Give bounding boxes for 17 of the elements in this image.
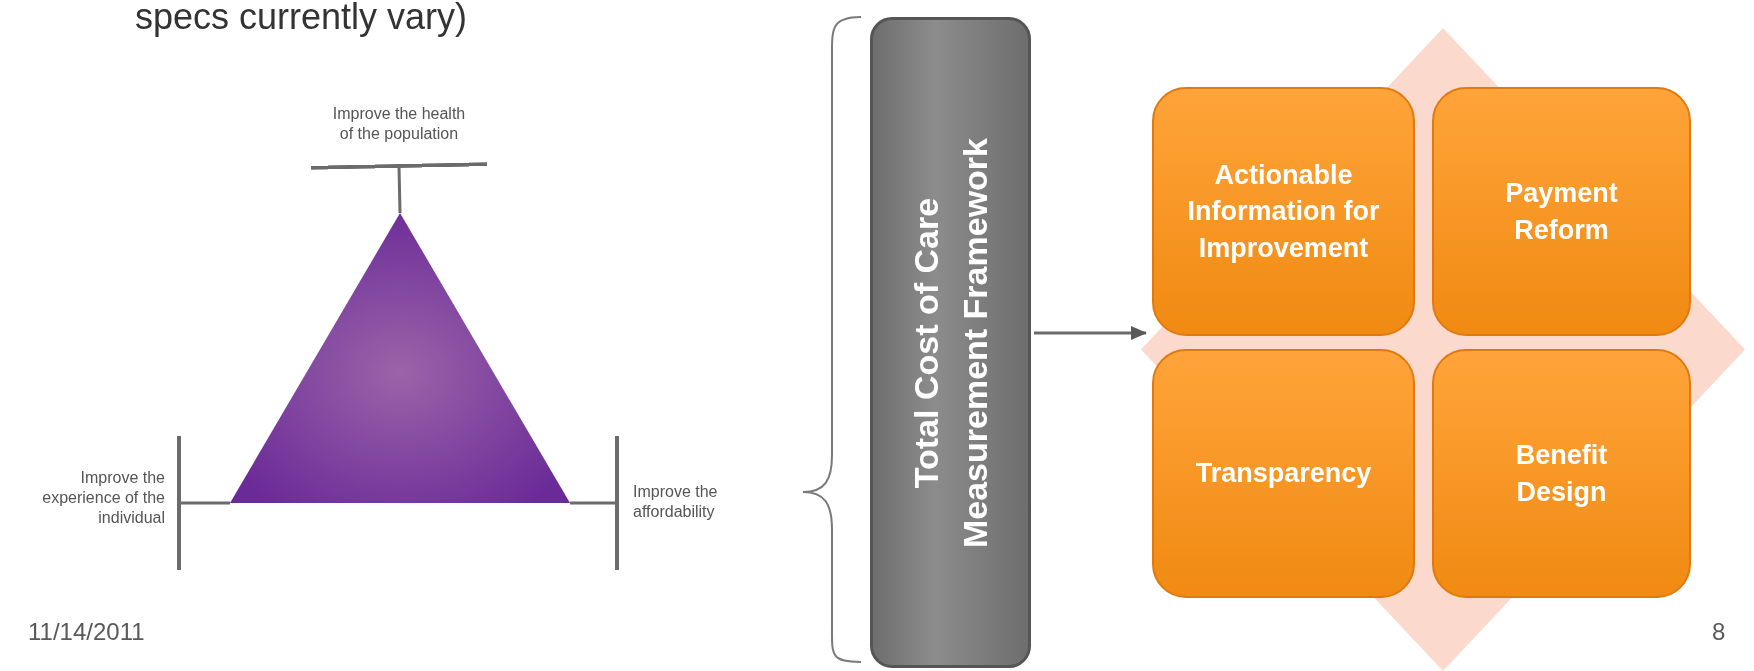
process-box: Payment Reform	[1432, 87, 1691, 336]
process-box: Benefit Design	[1432, 349, 1691, 598]
goal-text: Improve the experience of the individual	[30, 431, 179, 565]
triangle-shape	[230, 213, 570, 503]
date-text: 11/14/2011	[28, 618, 145, 646]
page-number: 8	[1712, 618, 1726, 646]
connector-line	[309, 162, 489, 214]
goal-text: Improve the affordability	[617, 438, 757, 565]
process-box: Transparency	[1152, 349, 1415, 598]
process-box: Actionable Information for Improvement	[1152, 87, 1415, 336]
goal-text: Improve the health of the population	[311, 96, 487, 166]
connector-line	[570, 434, 619, 572]
framework-box: Total Cost of Care Measurement Framework	[870, 17, 1031, 668]
connector-line	[177, 434, 230, 572]
arrow	[1034, 326, 1147, 340]
title-text: specs currently vary)	[135, 0, 468, 38]
diamond-shape	[1141, 28, 1745, 671]
